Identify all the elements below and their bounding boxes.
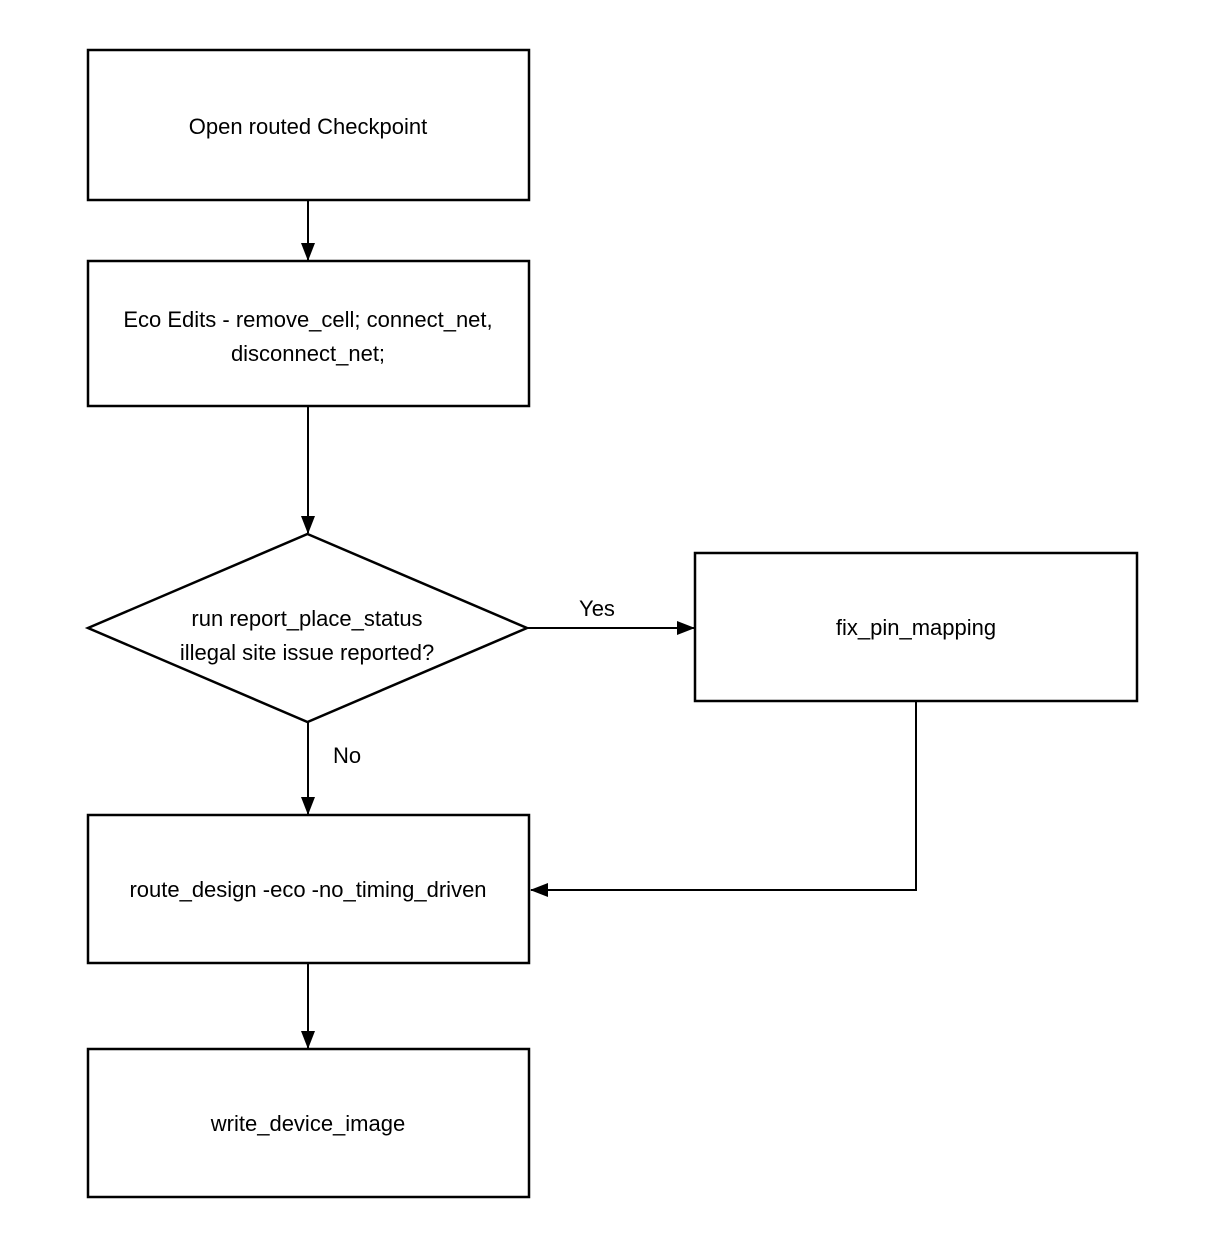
edge-label-yes: Yes bbox=[579, 596, 615, 621]
edge-label-no: No bbox=[333, 743, 361, 768]
node-fix-pin-mapping-label: fix_pin_mapping bbox=[836, 615, 996, 640]
node-eco-edits bbox=[86, 259, 531, 408]
node-open-checkpoint-label: Open routed Checkpoint bbox=[189, 114, 428, 139]
node-open-checkpoint bbox=[86, 48, 531, 202]
connector-fix-to-route bbox=[530, 702, 917, 897]
node-decision-label-line2: illegal site issue reported? bbox=[180, 640, 434, 665]
node-write-device-image-label: write_device_image bbox=[210, 1111, 405, 1136]
node-write-device-image bbox=[86, 1047, 531, 1199]
node-route-design-label: route_design -eco -no_timing_driven bbox=[129, 877, 486, 902]
node-route-design bbox=[86, 813, 531, 965]
node-decision-label-line1: run report_place_status bbox=[191, 606, 422, 631]
node-eco-edits-label-line2: disconnect_net; bbox=[231, 341, 385, 366]
node-eco-edits-label-line1: Eco Edits - remove_cell; connect_net, bbox=[123, 307, 492, 332]
node-fix-pin-mapping bbox=[693, 551, 1139, 703]
